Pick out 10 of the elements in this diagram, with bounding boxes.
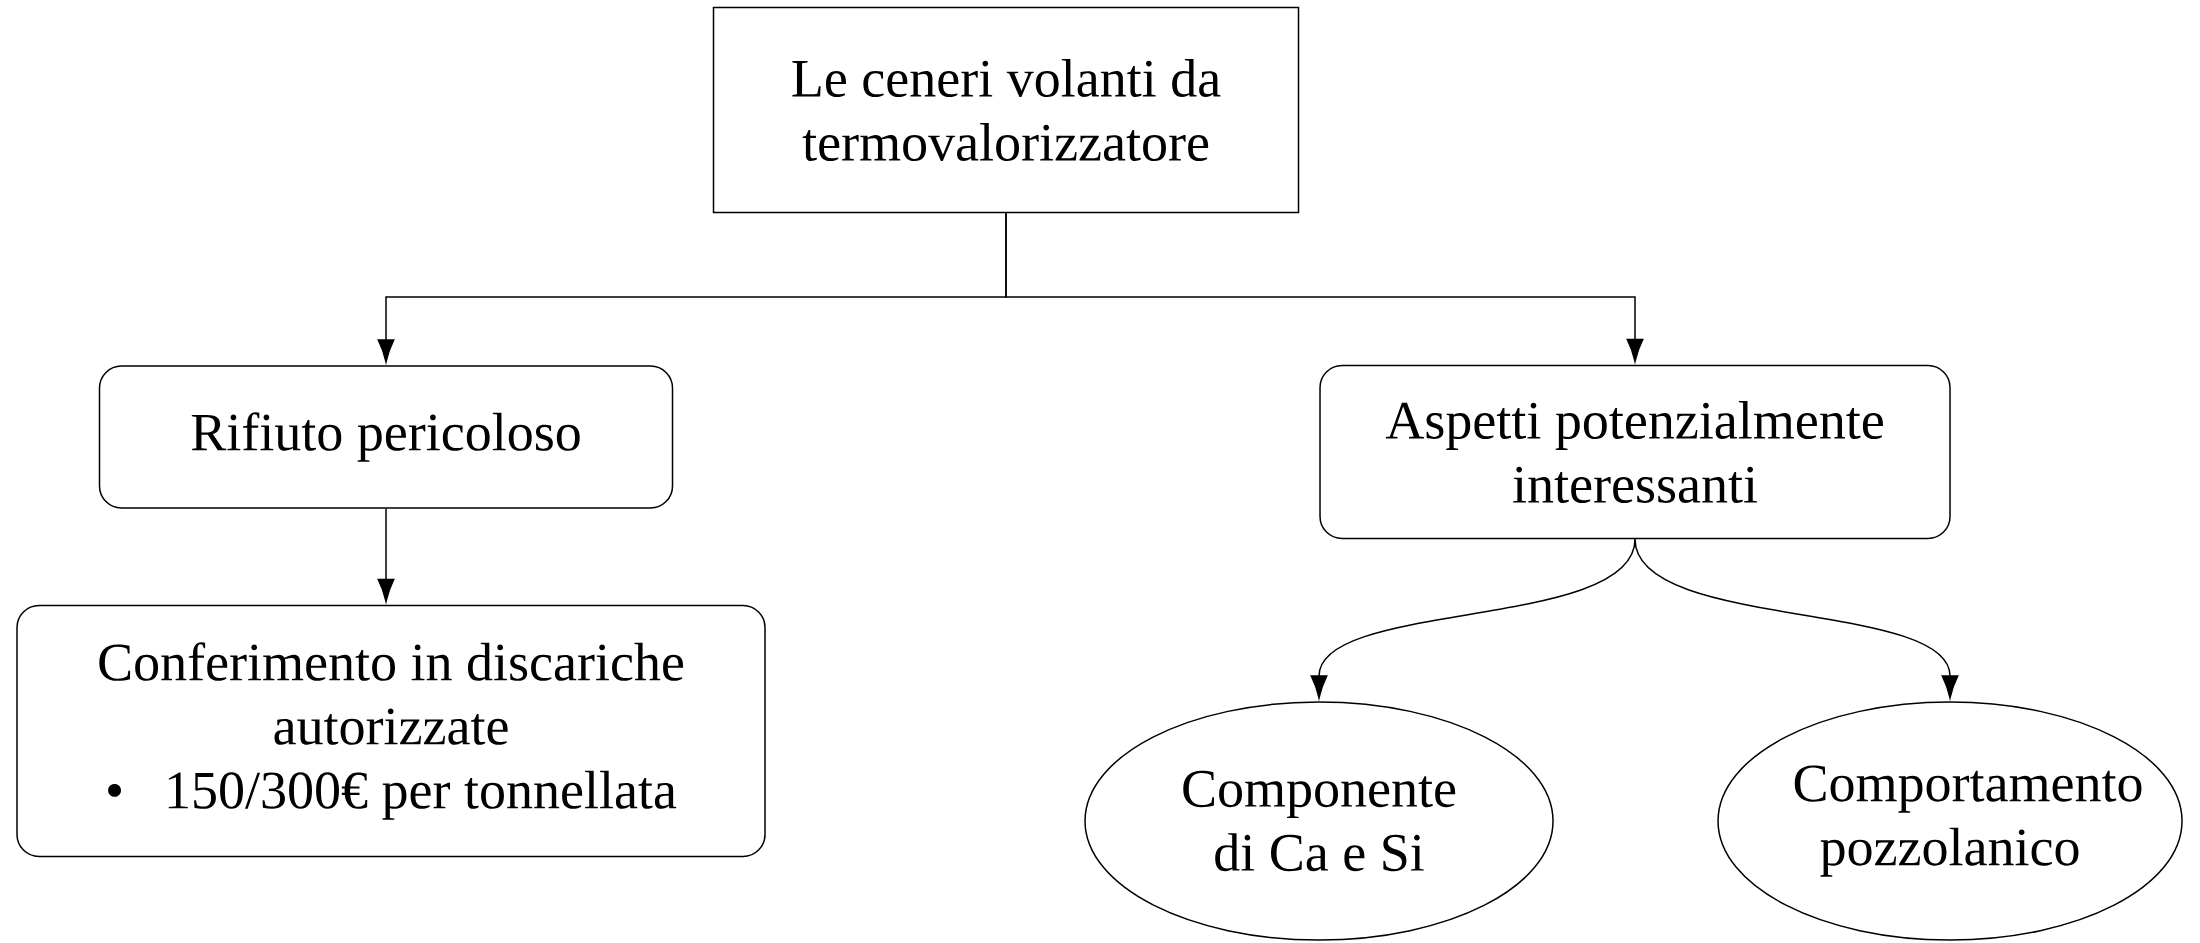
arrow [1005,212,1644,363]
process-box: Aspetti potenzialmente interessanti [1319,364,1951,540]
bullet: • [108,783,121,797]
ellipse-node: Componente di Ca e Si [1084,701,1554,941]
title-box: Le ceneri volanti da termovalorizzatore [712,6,1300,214]
ellipse-node: Comportamento pozzolanico [1717,701,2183,941]
arrow [377,508,395,603]
arrow [1634,538,1959,699]
process-box: Rifiuto pericoloso [98,365,674,509]
process-box: Conferimento in discariche autorizzate • 150/300€ per tonnellata [16,604,766,858]
